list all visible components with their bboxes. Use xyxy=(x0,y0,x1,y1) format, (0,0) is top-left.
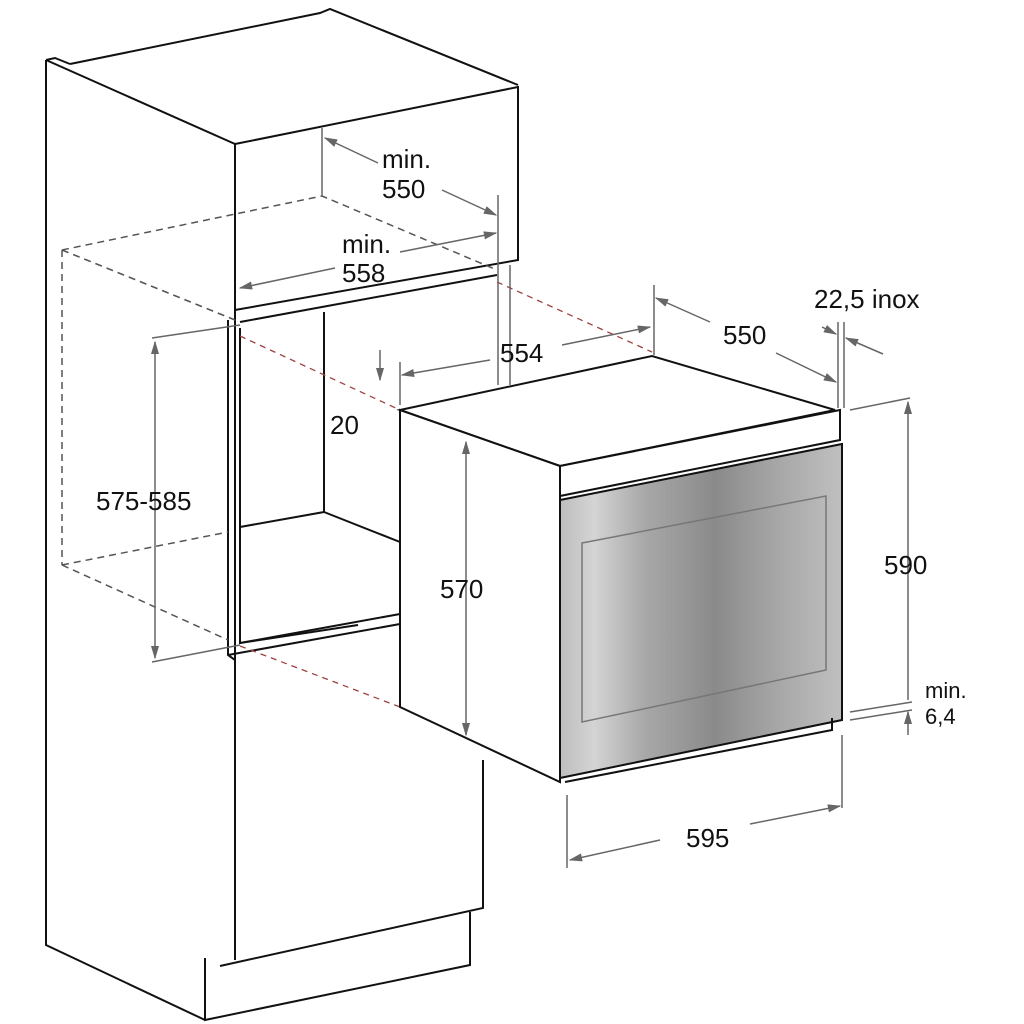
bottom-gap-min-prefix: min. xyxy=(925,678,967,703)
bottom-gap-value: 6,4 xyxy=(925,704,956,729)
niche-height-label: 575-585 xyxy=(96,486,192,516)
front-height-label: 590 xyxy=(884,550,928,580)
niche-width-min-value: 558 xyxy=(342,258,386,288)
red-dashed-guides xyxy=(239,281,653,708)
front-panel-thickness-label: 22,5 inox xyxy=(814,284,920,314)
cabinet-depth-min-prefix: min. xyxy=(382,144,432,174)
front-width-label: 595 xyxy=(686,823,730,853)
dimension-lines xyxy=(150,128,913,868)
niche-width-min-prefix: min. xyxy=(342,229,392,259)
oven xyxy=(396,354,843,784)
oven-body-height-label: 570 xyxy=(440,574,484,604)
top-offset-label: 20 xyxy=(330,410,359,440)
oven-body-width-label: 554 xyxy=(500,338,544,368)
tall-cabinet xyxy=(45,7,519,1022)
oven-depth-label: 550 xyxy=(723,320,767,350)
cabinet-depth-min-value: 550 xyxy=(382,174,426,204)
